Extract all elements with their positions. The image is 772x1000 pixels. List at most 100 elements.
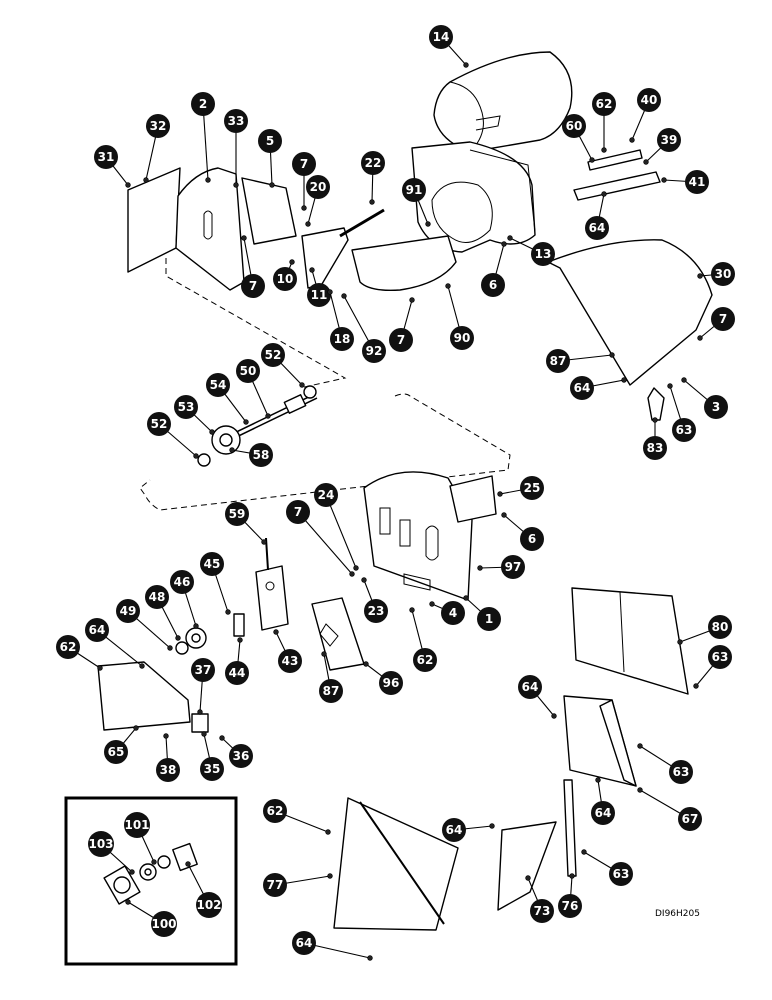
large-housing-plate-part xyxy=(363,471,473,601)
vertical-strip-part xyxy=(563,779,577,877)
callout-l3: 3 xyxy=(681,377,728,419)
hardware-dot xyxy=(409,607,415,613)
callout-l1: 1 xyxy=(463,595,501,631)
strip-part xyxy=(233,613,245,637)
callout-circle xyxy=(704,395,728,419)
callout-l36: 36 xyxy=(219,735,253,768)
callout-l7a: 7 xyxy=(292,152,316,211)
callout-number: 7 xyxy=(294,505,302,519)
callout-circle xyxy=(708,615,732,639)
hardware-dot xyxy=(367,955,373,961)
callout-l64b: 64 xyxy=(570,376,627,400)
hardware-dot xyxy=(233,182,239,188)
callout-circle xyxy=(669,760,693,784)
callout-l52b: 52 xyxy=(147,412,199,459)
hardware-dot xyxy=(429,601,435,607)
callout-circle xyxy=(570,376,594,400)
hardware-dot xyxy=(525,875,531,881)
hardware-dot xyxy=(341,293,347,299)
hardware-dot xyxy=(163,733,169,739)
callout-circle xyxy=(685,170,709,194)
callout-circle xyxy=(678,807,702,831)
callout-number: 87 xyxy=(550,354,567,368)
callout-number: 6 xyxy=(528,532,536,546)
callout-circle xyxy=(389,328,413,352)
callout-number: 62 xyxy=(596,97,613,111)
callout-l73: 73 xyxy=(525,875,554,923)
callout-l63b: 63 xyxy=(693,645,732,689)
callout-circle xyxy=(151,911,177,937)
callout-l91: 91 xyxy=(402,178,431,227)
hardware-dot xyxy=(629,137,635,143)
callout-circle xyxy=(402,178,426,202)
callout-l20: 20 xyxy=(305,175,330,227)
callout-number: 64 xyxy=(574,381,591,395)
callout-number: 32 xyxy=(150,119,167,133)
hardware-dot xyxy=(667,383,673,389)
callout-circle xyxy=(206,373,230,397)
callout-l92: 92 xyxy=(341,293,386,363)
bracket-part xyxy=(301,227,349,289)
callout-l39: 39 xyxy=(643,128,681,165)
callout-number: 23 xyxy=(368,604,385,618)
callout-l6a: 6 xyxy=(481,241,507,297)
hardware-dot xyxy=(353,565,359,571)
callout-l49: 49 xyxy=(116,599,173,651)
callout-circle xyxy=(241,274,265,298)
callout-l76: 76 xyxy=(558,873,582,918)
panel-80-part xyxy=(571,587,689,695)
callout-number: 5 xyxy=(266,134,274,148)
callout-circle xyxy=(530,899,554,923)
callout-circle xyxy=(711,307,735,331)
callout-l63a: 63 xyxy=(667,383,696,442)
callout-l62d: 62 xyxy=(263,799,331,835)
callout-l7d: 7 xyxy=(241,235,265,298)
callout-l87a: 87 xyxy=(546,349,615,373)
callout-number: 49 xyxy=(120,604,137,618)
hardware-dot xyxy=(167,645,173,651)
callout-circle xyxy=(711,262,735,286)
callout-number: 65 xyxy=(108,745,125,759)
callout-circle xyxy=(191,92,215,116)
hardware-dot xyxy=(501,241,507,247)
hardware-dot xyxy=(637,743,643,749)
hardware-dot xyxy=(697,335,703,341)
hardware-dot xyxy=(609,352,615,358)
callout-circle xyxy=(520,476,544,500)
hardware-dot xyxy=(205,177,211,183)
hardware-dot xyxy=(681,377,687,383)
callout-circle xyxy=(643,436,667,460)
callout-circle xyxy=(362,339,386,363)
hardware-dot xyxy=(621,377,627,383)
shaft-assembly-part xyxy=(197,385,318,467)
callout-l64a: 64 xyxy=(585,191,609,240)
callout-l50: 50 xyxy=(236,359,271,419)
callout-number: 24 xyxy=(318,488,335,502)
bar-plates-part xyxy=(573,149,661,201)
callout-circle xyxy=(224,109,248,133)
callout-l18: 18 xyxy=(327,289,354,351)
callout-circle xyxy=(441,601,465,625)
triangle-sheet-part xyxy=(333,797,459,931)
callout-l46: 46 xyxy=(170,570,199,629)
callout-l48: 48 xyxy=(145,585,181,641)
triangular-panel-part xyxy=(97,661,191,731)
callout-l45: 45 xyxy=(200,552,231,615)
callout-circle xyxy=(442,818,466,842)
callout-l7b: 7 xyxy=(697,307,735,341)
hardware-dot xyxy=(463,595,469,601)
callout-circle xyxy=(249,443,273,467)
callout-number: 31 xyxy=(98,150,115,164)
callout-number: 58 xyxy=(253,448,270,462)
hardware-dot xyxy=(489,823,495,829)
callout-l33: 33 xyxy=(224,109,248,188)
callout-l62c: 62 xyxy=(56,635,103,671)
callout-l44: 44 xyxy=(225,637,249,685)
panel-part xyxy=(241,177,297,245)
hardware-dot xyxy=(369,199,375,205)
callout-number: 44 xyxy=(229,666,246,680)
callout-l10: 10 xyxy=(273,259,297,291)
callout-number: 40 xyxy=(641,93,658,107)
hardware-dot xyxy=(225,609,231,615)
callout-number: 63 xyxy=(673,765,690,779)
